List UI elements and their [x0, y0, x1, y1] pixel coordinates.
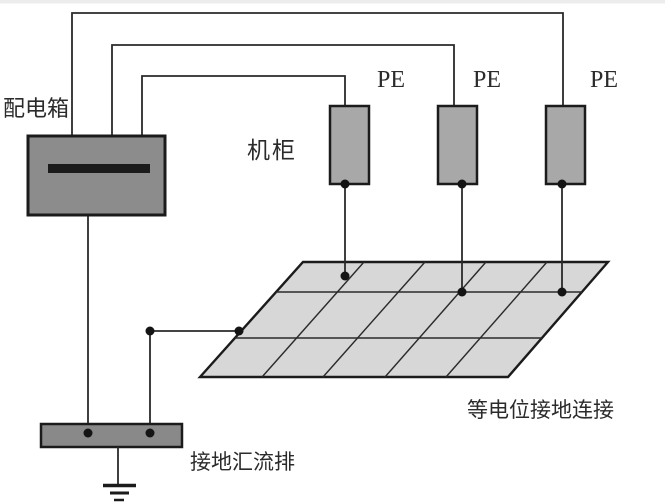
pe-wire-to-cabinet-3 [71, 12, 564, 170]
pe-wire-to-cabinet-1 [141, 75, 346, 170]
cabinet-2-terminal-dot [457, 179, 467, 189]
grid-bond-dot-2 [457, 287, 467, 297]
top-border-strip [0, 0, 665, 4]
cabinet-3-terminal-dot [557, 179, 567, 189]
cabinet-label: 机柜 [247, 138, 297, 163]
equipotential-grid-label: 等电位接地连接 [467, 398, 614, 422]
wire-corner-dot [145, 326, 155, 336]
pe-label-1: PE [377, 67, 405, 93]
busbar-label: 接地汇流排 [190, 450, 295, 474]
cabinet-1-terminal-dot [340, 179, 350, 189]
pe-label-3: PE [590, 67, 618, 93]
grounding-busbar [39, 422, 184, 449]
distribution-box-terminal-bar [48, 164, 150, 173]
busbar-terminal-dot-2 [145, 428, 155, 438]
busbar-to-grid-wire [149, 330, 239, 433]
grid-column-line-4 [445, 261, 548, 378]
grid-bond-dot-3 [557, 287, 567, 297]
grid-edge-bond-dot [234, 326, 244, 336]
grid-bond-dot-1 [340, 271, 350, 281]
busbar-terminal-dot-1 [83, 428, 93, 438]
grid-column-line-3 [384, 261, 487, 378]
distribution-box-label: 配电箱 [3, 96, 69, 121]
cabinet-3 [544, 104, 587, 186]
pe-wire-to-cabinet-2 [111, 44, 455, 170]
grid-column-line-1 [261, 261, 365, 378]
distribution-box [26, 134, 167, 217]
grid-column-line-2 [322, 261, 426, 378]
equipotential-grid-mesh [197, 260, 611, 379]
cabinet-2 [436, 104, 479, 186]
cabinet-1 [328, 104, 371, 186]
pe-label-2: PE [473, 67, 501, 93]
